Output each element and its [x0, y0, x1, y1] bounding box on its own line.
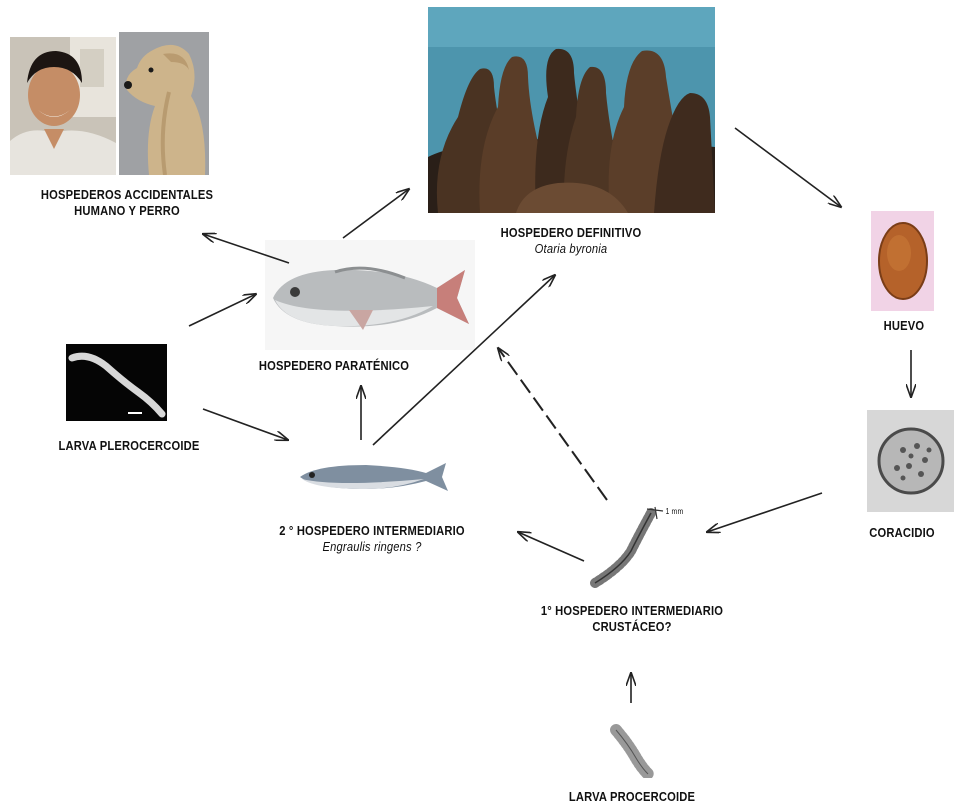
first-intermediate-host-title: 1° HOSPEDERO INTERMEDIARIO	[503, 603, 761, 619]
first-intermediate-host-label: 1° HOSPEDERO INTERMEDIARIO CRUSTÁCEO?	[503, 603, 761, 635]
plerocercoid-label: LARVA PLEROCERCOIDE	[23, 438, 235, 454]
definitive-host-title: HOSPEDERO DEFINITIVO	[471, 225, 671, 241]
definitive-host-label: HOSPEDERO DEFINITIVO Otaria byronia	[471, 225, 671, 257]
arrow-plerocercoid-to-second	[203, 409, 288, 440]
coracidium-label: CORACIDIO	[857, 525, 946, 541]
first-intermediate-host-subtitle: CRUSTÁCEO?	[503, 619, 761, 635]
accidental-hosts-label: HOSPEDEROS ACCIDENTALES HUMANO Y PERRO	[20, 187, 235, 219]
egg-label: HUEVO	[876, 318, 931, 334]
arrow-plerocercoid-to-paratenic	[189, 294, 256, 326]
second-intermediate-host-species: Engraulis ringens ?	[243, 539, 501, 555]
arrow-coracidium-to-first	[707, 493, 822, 532]
second-intermediate-host-title: 2 ° HOSPEDERO INTERMEDIARIO	[243, 523, 501, 539]
paratenic-host-label: HOSPEDERO PARATÉNICO	[234, 358, 434, 374]
second-intermediate-host-label: 2 ° HOSPEDERO INTERMEDIARIO Engraulis ri…	[243, 523, 501, 555]
arrow-first-to-second	[518, 532, 584, 561]
accidental-hosts-title: HOSPEDEROS ACCIDENTALES	[20, 187, 235, 203]
arrow-first-to-definitive-dashed	[498, 348, 607, 500]
arrow-definitive-to-egg	[735, 128, 841, 207]
accidental-hosts-subtitle: HUMANO Y PERRO	[20, 203, 235, 219]
arrow-paratenic-to-definitive	[343, 189, 409, 238]
procercoid-label: LARVA PROCERCOIDE	[536, 789, 729, 805]
definitive-host-species: Otaria byronia	[471, 241, 671, 257]
arrow-paratenic-to-accidental	[203, 234, 289, 263]
